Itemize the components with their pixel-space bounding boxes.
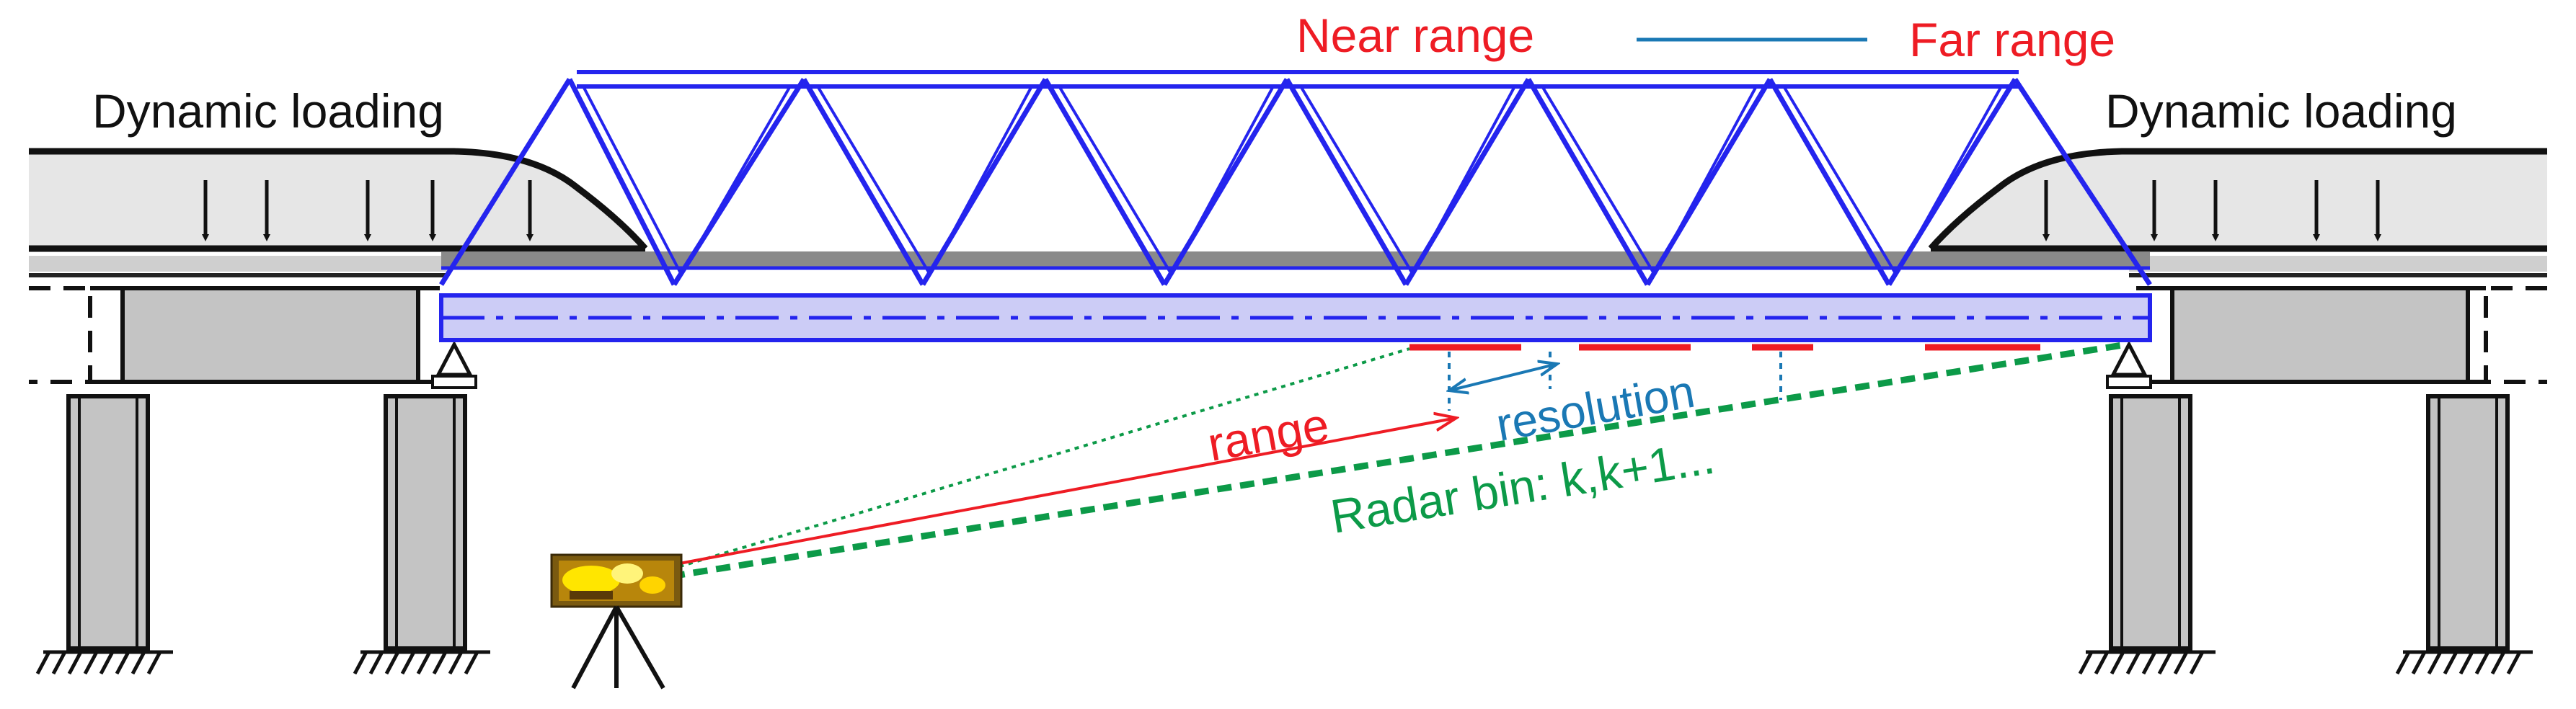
- truss-member: [801, 78, 926, 286]
- right-load-arrows: [2042, 180, 2381, 241]
- ground-hatch: [130, 651, 146, 675]
- ground-hatch: [432, 651, 448, 675]
- right-outer-pier: [2426, 394, 2510, 651]
- ground-hatch: [2125, 651, 2141, 675]
- truss-member: [581, 84, 683, 275]
- truss-member: [1540, 84, 1656, 276]
- resolution-marker: [1449, 352, 1782, 411]
- truss-member: [2013, 78, 2152, 286]
- ground-hatch: [2443, 651, 2458, 675]
- truss-member: [1653, 84, 1758, 275]
- range-label: range: [1204, 398, 1333, 471]
- ground-hatching: [35, 650, 2533, 675]
- truss-member: [1526, 78, 1650, 286]
- ground-hatch: [35, 651, 51, 675]
- right-approach-deck: [1928, 148, 2547, 277]
- beam-upper-dotted: [670, 347, 1410, 571]
- ground-hatch: [416, 651, 432, 675]
- truss-member: [439, 78, 572, 286]
- truss-member: [1170, 84, 1275, 275]
- ground-hatch: [400, 651, 416, 675]
- range-arrow: [649, 418, 1456, 569]
- truss-member: [1298, 84, 1415, 276]
- ground-hatch: [384, 651, 400, 675]
- right-pier-cap: [2136, 286, 2547, 384]
- ground-hatch: [368, 651, 384, 675]
- ground-hatch: [2427, 651, 2443, 675]
- ground-hatch: [2474, 651, 2490, 675]
- right-bearing: [2106, 340, 2152, 389]
- far-range-label: Far range: [1909, 13, 2115, 66]
- ground-hatch: [115, 651, 130, 675]
- ground-hatch: [67, 651, 83, 675]
- truss-member: [929, 84, 1034, 275]
- truss-member: [1057, 84, 1173, 276]
- truss-member: [1284, 78, 1409, 286]
- ground-hatch: [2173, 651, 2189, 675]
- ground-hatch: [448, 651, 464, 675]
- ground-hatch: [2078, 651, 2094, 675]
- tripod: [571, 605, 665, 690]
- ground-hatch: [2458, 651, 2474, 675]
- ground-hatch: [2094, 651, 2110, 675]
- truss-member: [1412, 84, 1517, 275]
- left-inner-pier: [384, 394, 467, 651]
- ground-hatch: [146, 651, 162, 675]
- truss-member: [1043, 78, 1167, 286]
- ground-hatch: [2490, 651, 2506, 675]
- ground-hatch: [464, 651, 479, 675]
- ground-hatch: [2189, 651, 2205, 675]
- right-dynamic-loading-label: Dynamic loading: [2105, 84, 2457, 138]
- radar-sensor: [550, 553, 683, 608]
- ground-hatch: [2110, 651, 2125, 675]
- ground-hatch: [353, 651, 368, 675]
- truss-member: [815, 84, 931, 276]
- left-approach-deck: [29, 148, 648, 277]
- truss-member: [567, 78, 677, 286]
- right-inner-pier: [2109, 394, 2192, 651]
- left-load-arrows: [202, 180, 534, 241]
- truss-bridge: [439, 70, 2152, 342]
- truss-member: [1767, 78, 1892, 286]
- left-bearing: [431, 340, 477, 389]
- left-pier-cap: [29, 286, 440, 384]
- ground-hatch: [2157, 651, 2173, 675]
- near-range-label: Near range: [1296, 9, 1534, 62]
- truss-member: [1781, 84, 1898, 276]
- ground-hatch: [2506, 651, 2522, 675]
- ground-hatch: [2141, 651, 2157, 675]
- left-dynamic-loading-label: Dynamic loading: [92, 84, 444, 138]
- ground-hatch: [2395, 651, 2411, 675]
- left-outer-pier: [66, 394, 150, 651]
- ground-hatch: [83, 651, 99, 675]
- ground-hatch: [99, 651, 115, 675]
- truss-member: [680, 84, 792, 276]
- beam-lower-dashed: [670, 341, 2128, 580]
- truss-member: [1895, 84, 2004, 275]
- ground-hatch: [2411, 651, 2427, 675]
- ground-hatch: [51, 651, 67, 675]
